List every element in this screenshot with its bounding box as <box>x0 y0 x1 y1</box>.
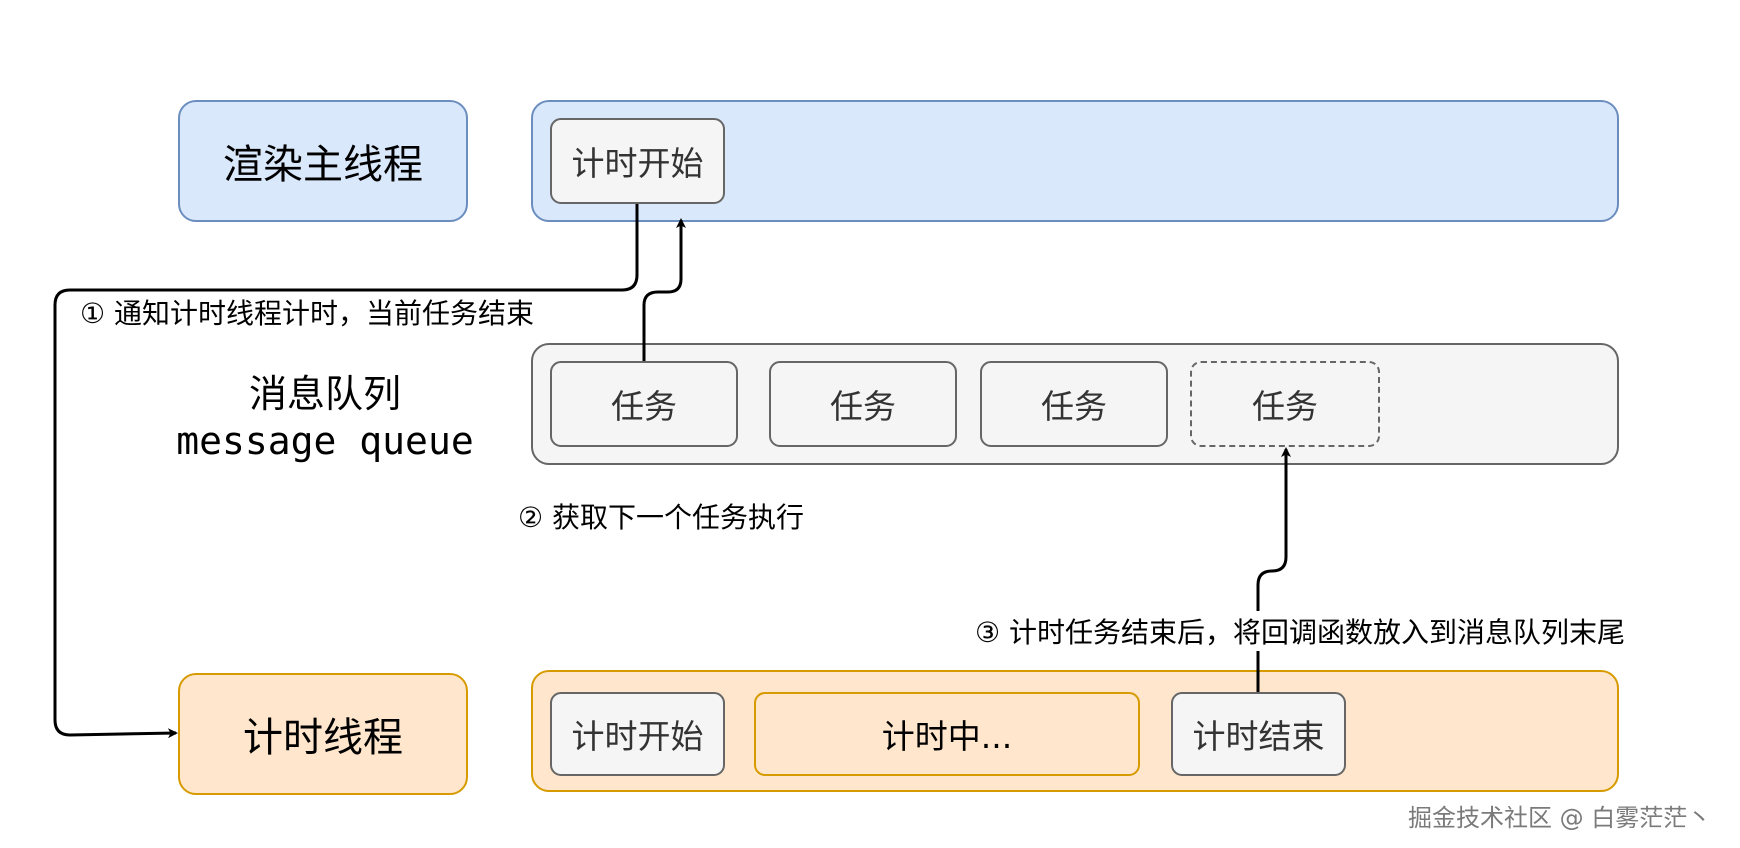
arrow-enqueue-callback <box>1256 447 1291 692</box>
step3-annotation: ③ 计时任务结束后，将回调函数放入到消息队列末尾 <box>975 611 1626 651</box>
queue-task-3: 任务 <box>980 361 1168 447</box>
message-queue-label-zh: 消息队列 <box>248 372 401 416</box>
queue-pending-task: 任务 <box>1190 361 1380 447</box>
timer-start-text: 计时开始 <box>571 717 704 756</box>
queue-task-2: 任务 <box>769 361 957 447</box>
timer-running-chip: 计时中... <box>754 692 1140 776</box>
queue-task-3-text: 任务 <box>1041 387 1107 426</box>
main-timer-start-chip: 计时开始 <box>550 118 725 204</box>
timer-start-chip: 计时开始 <box>550 692 725 776</box>
timer-end-chip: 计时结束 <box>1171 692 1346 776</box>
queue-task-1: 任务 <box>550 361 738 447</box>
watermark: 掘金技术社区 @ 白雾茫茫丶 <box>1408 804 1712 832</box>
timer-thread-label-text: 计时线程 <box>243 715 403 761</box>
message-queue-label-en: message queue <box>176 419 474 463</box>
main-timer-start-text: 计时开始 <box>571 144 704 183</box>
timer-running-text: 计时中... <box>881 717 1013 756</box>
timer-end-text: 计时结束 <box>1192 717 1325 756</box>
main-thread-label-text: 渲染主线程 <box>223 142 423 188</box>
step1-annotation: ① 通知计时线程计时，当前任务结束 <box>80 292 535 332</box>
main-thread-label: 渲染主线程 <box>178 100 468 222</box>
step2-annotation: ② 获取下一个任务执行 <box>518 501 805 534</box>
message-queue-label: 消息队列 message queue <box>150 370 500 464</box>
timer-thread-label: 计时线程 <box>178 673 468 795</box>
queue-task-2-text: 任务 <box>830 387 896 426</box>
queue-task-1-text: 任务 <box>611 387 677 426</box>
arrow-fetch-next-task <box>642 218 686 361</box>
queue-pending-task-text: 任务 <box>1252 387 1318 426</box>
arrow-notify-timer-thread <box>53 204 639 739</box>
